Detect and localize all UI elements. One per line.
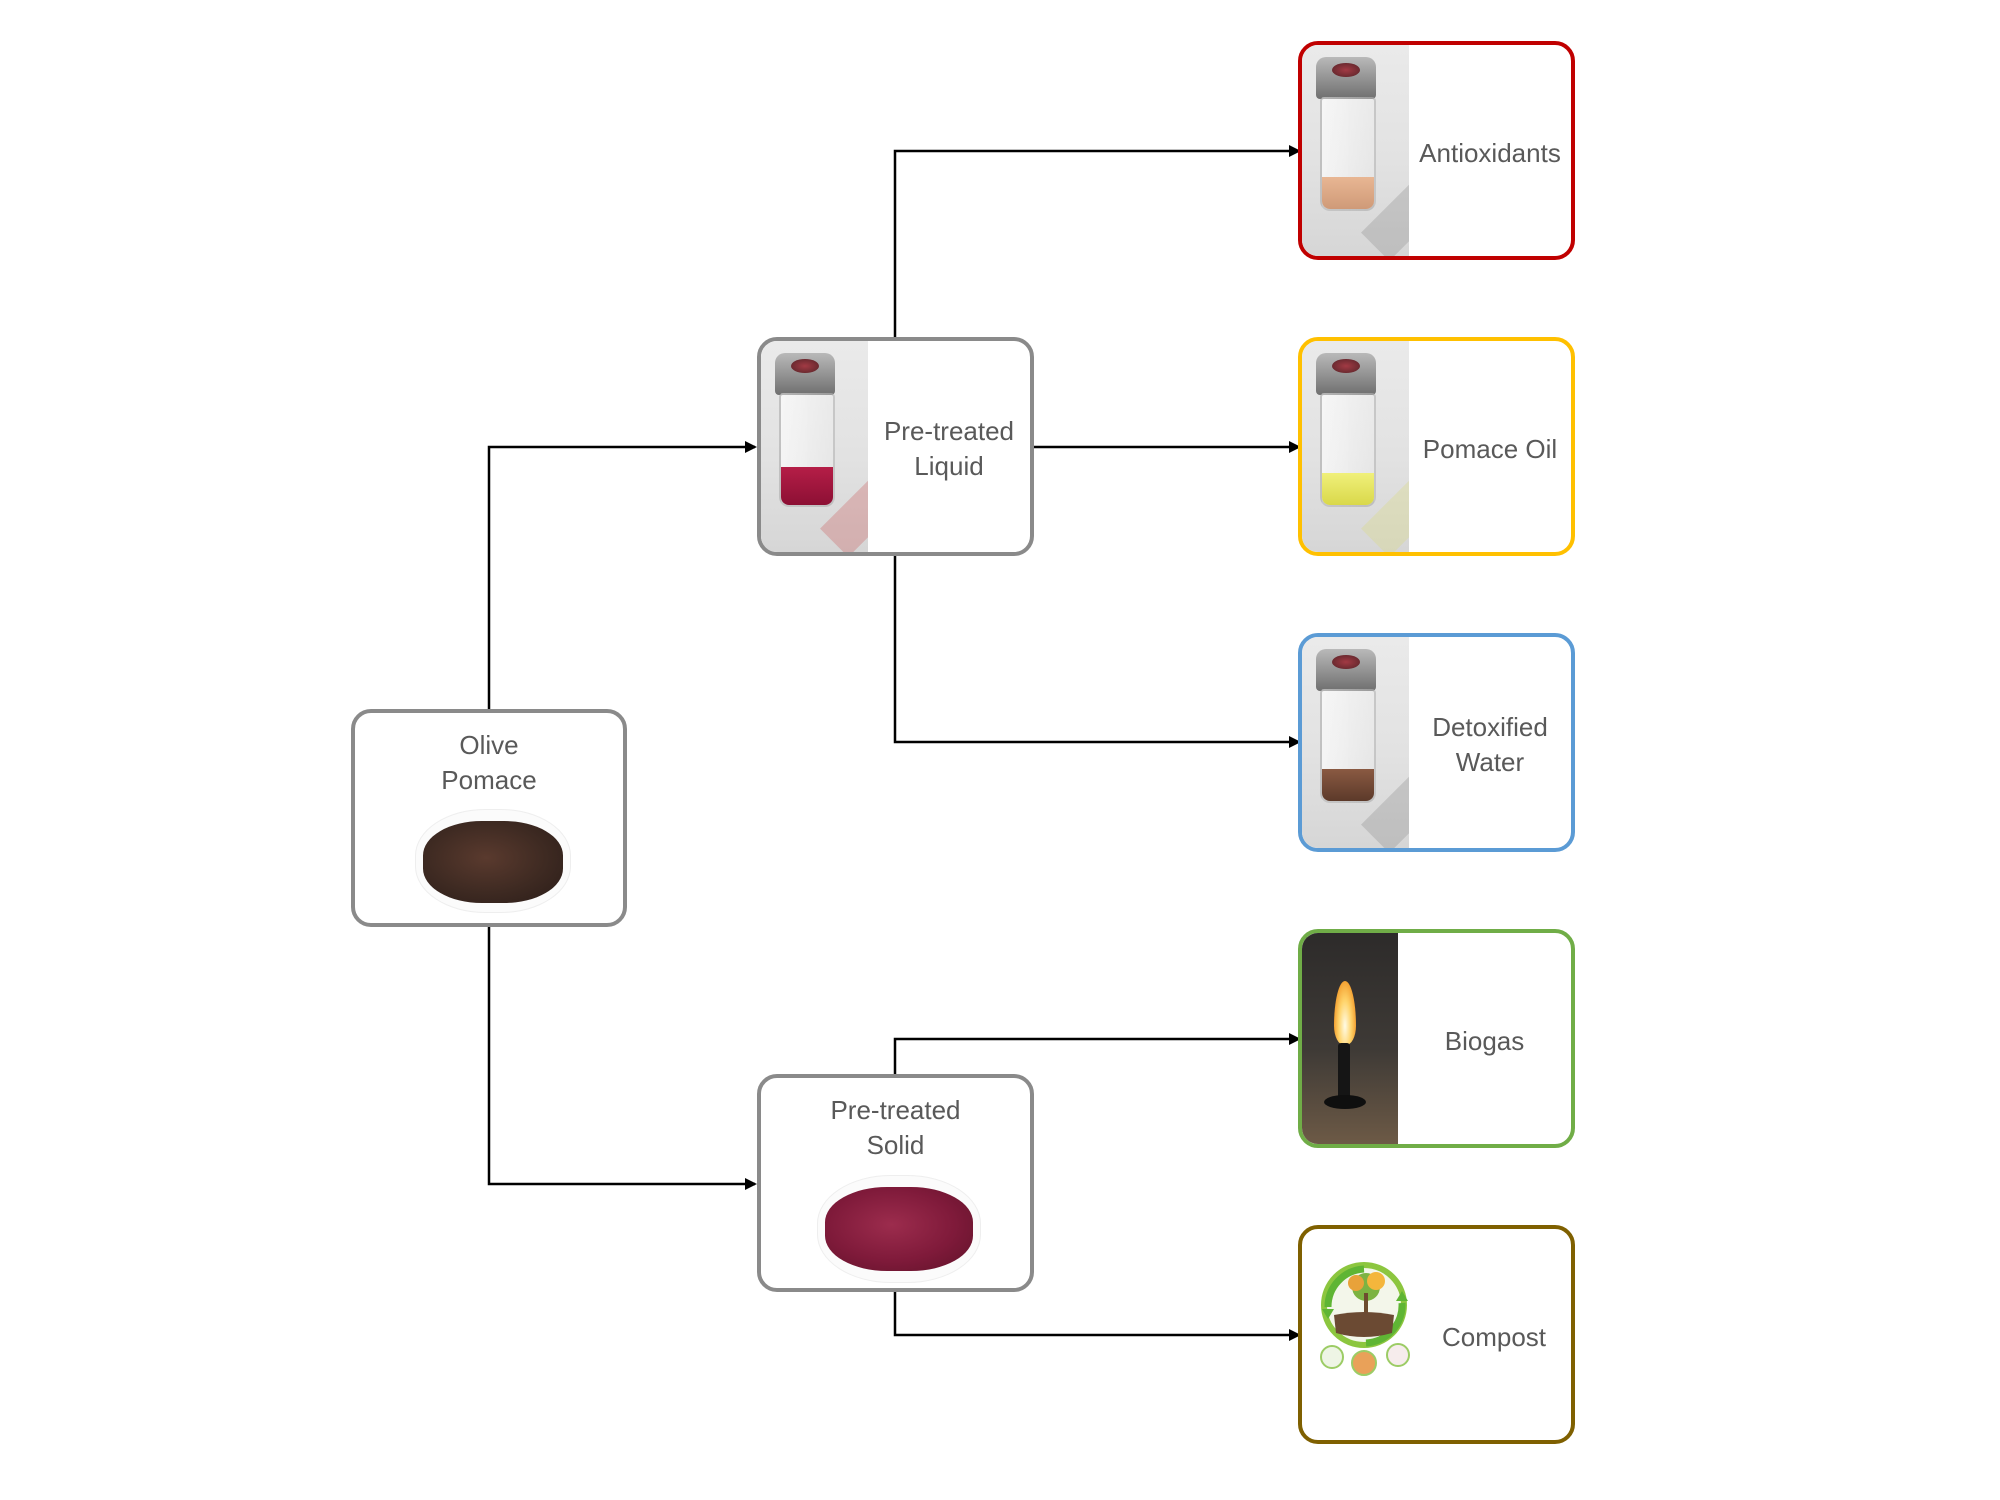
flame-icon xyxy=(1334,981,1356,1045)
node-compost-label: Compost xyxy=(1441,1322,1547,1352)
olive-pomace-image xyxy=(415,809,571,913)
edge-pretreated-solid-to-compost xyxy=(893,1291,1301,1341)
edge-olive-pomace-to-pretreated-solid xyxy=(487,925,757,1190)
amber-liquid-vial-image xyxy=(1302,45,1409,256)
edge-pretreated-liquid-to-detoxified-water xyxy=(893,555,1301,748)
edge-olive-pomace-to-pretreated-liquid xyxy=(487,441,757,712)
node-olive-pomace-label: Olive Pomace xyxy=(441,730,537,795)
node-biogas: Biogas xyxy=(1298,929,1575,1148)
compost-cycle-icon xyxy=(1320,1262,1410,1376)
node-olive-pomace: Olive Pomace xyxy=(351,709,627,927)
brown-liquid-vial-image xyxy=(1302,637,1409,848)
node-antioxidants: Antioxidants xyxy=(1298,41,1575,260)
node-antioxidants-label: Antioxidants xyxy=(1419,138,1561,168)
node-compost: Compost xyxy=(1298,1225,1575,1444)
edge-pretreated-solid-to-biogas xyxy=(893,1033,1301,1077)
node-detoxified-water: Detoxified Water xyxy=(1298,633,1575,852)
red-liquid-vial-image xyxy=(761,341,868,552)
node-pretreated-liquid-label: Pre-treated Liquid xyxy=(883,416,1015,481)
node-pomace-oil-label: Pomace Oil xyxy=(1422,434,1558,464)
yellow-oil-vial-image xyxy=(1302,341,1409,552)
node-pretreated-solid-label: Pre-treated Solid xyxy=(830,1095,961,1160)
red-solid-image xyxy=(817,1175,981,1283)
burner-flame-image xyxy=(1302,933,1398,1144)
node-biogas-label: Biogas xyxy=(1444,1026,1525,1056)
edge-pretreated-liquid-to-antioxidants xyxy=(893,145,1301,340)
node-pretreated-solid: Pre-treated Solid xyxy=(757,1074,1034,1292)
node-pretreated-liquid: Pre-treated Liquid xyxy=(757,337,1034,556)
node-pomace-oil: Pomace Oil xyxy=(1298,337,1575,556)
node-detoxified-water-label: Detoxified Water xyxy=(1432,712,1548,777)
